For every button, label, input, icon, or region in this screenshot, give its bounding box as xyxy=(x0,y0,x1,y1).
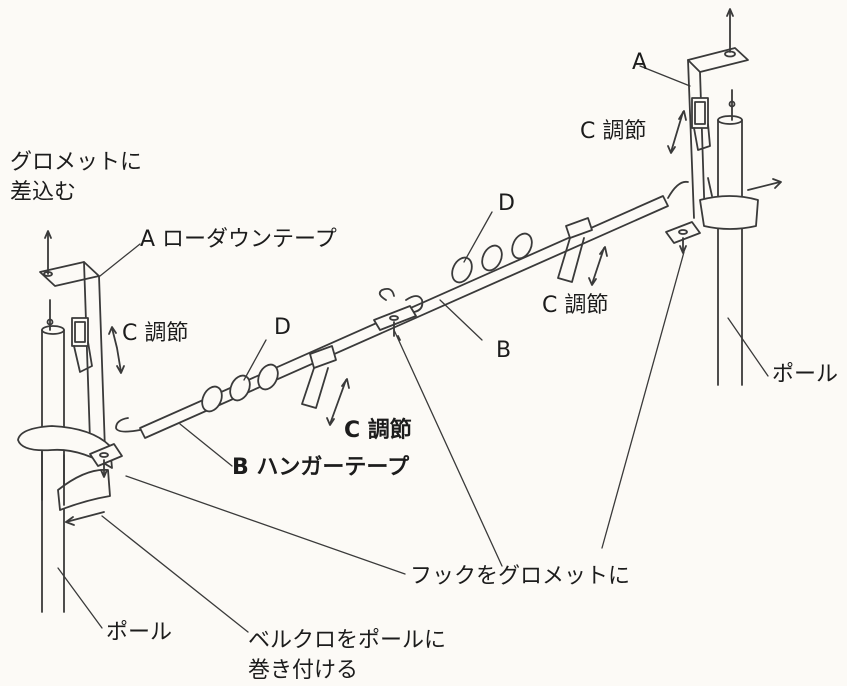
right-pull-arrow xyxy=(747,178,782,191)
right-adjust-strap xyxy=(557,217,608,286)
label-c-adjust-center: C 調節 xyxy=(344,418,412,443)
label-velcro-1: ベルクロをポールに xyxy=(248,628,447,653)
left-bracket xyxy=(39,230,106,451)
left-velcro-wrap xyxy=(17,425,113,511)
label-pole-left: ポール xyxy=(106,620,173,645)
left-buckle xyxy=(71,317,125,374)
label-c-adjust-right-top: C 調節 xyxy=(580,119,647,144)
left-pole xyxy=(41,299,65,613)
label-d-left: D xyxy=(274,315,291,340)
label-pole-right: ポール xyxy=(772,362,839,387)
label-grommet-insert-2: 差込む xyxy=(10,180,77,205)
label-a-lowdown-tape: A ローダウンテープ xyxy=(140,227,337,252)
label-b-right: B xyxy=(496,338,512,363)
center-hooks-and-grommet xyxy=(373,287,424,341)
label-b-hanger-tape: B ハンガーテープ xyxy=(232,455,410,480)
right-grommet-tab xyxy=(665,221,701,254)
label-c-adjust-right-mid: C 調節 xyxy=(542,293,609,318)
hanger-rings-left xyxy=(201,363,279,413)
right-buckle xyxy=(667,97,711,154)
leader-lines xyxy=(57,65,769,633)
label-c-adjust-left: C 調節 xyxy=(122,321,189,346)
label-d-right: D xyxy=(498,191,515,216)
hanger-rings-right xyxy=(451,232,533,284)
left-grommet-tab xyxy=(89,443,123,478)
label-hook-to-grommet: フックをグロメットに xyxy=(410,564,631,589)
left-pull-arrow xyxy=(65,511,105,526)
label-velcro-2: 巻き付ける xyxy=(248,658,359,683)
label-a-right: A xyxy=(632,50,648,75)
right-velcro-wrap xyxy=(699,177,759,230)
label-grommet-insert-1: グロメットに xyxy=(10,150,143,175)
right-pole xyxy=(717,89,743,386)
center-adjust-strap xyxy=(301,345,350,426)
